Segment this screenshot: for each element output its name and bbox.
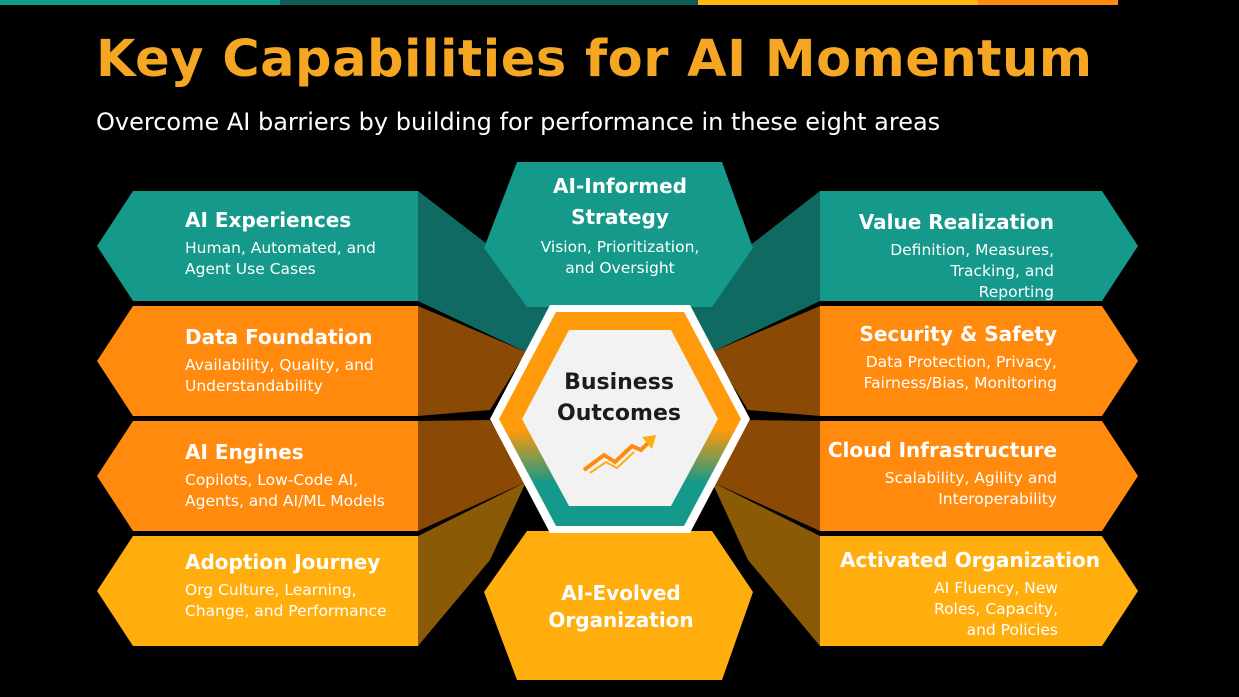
connector-right-1 [680, 191, 820, 352]
capability-ai-engines: AI Engines Copilots, Low-Code AI, Agents… [185, 440, 410, 512]
capability-shape-ai-experiences [97, 191, 418, 301]
top-accent-bar-dark-teal [280, 0, 698, 5]
capability-title: Cloud Infrastructure [827, 438, 1057, 462]
capability-activated-organization: Activated Organization AI Fluency, New R… [820, 548, 1100, 641]
hub-core [522, 330, 718, 506]
capability-title: Adoption Journey [185, 550, 381, 574]
top-accent-bar-teal [0, 0, 280, 5]
top-accent-bar-gold [698, 0, 978, 5]
capability-adoption-journey: Adoption Journey Org Culture, Learning, … [185, 550, 410, 622]
capability-description: Definition, Measures, Tracking, and Repo… [890, 241, 1054, 301]
connector-left-1 [418, 191, 560, 352]
capability-shape-ai-informed-strategy [484, 162, 753, 307]
page-subtitle: Overcome AI barriers by building for per… [96, 108, 941, 136]
hub-title: Business Outcomes [557, 370, 681, 426]
capability-description: AI Fluency, New Roles, Capacity, and Pol… [934, 579, 1058, 639]
trending-up-arrow-icon [582, 435, 656, 474]
capability-description: Scalability, Agility and Interoperabilit… [884, 469, 1057, 508]
capability-shape-activated-organization [820, 536, 1138, 646]
capability-description: Data Protection, Privacy, Fairness/Bias,… [863, 353, 1057, 392]
capability-shape-value-realization [820, 191, 1138, 301]
capability-value-realization: Value Realization Definition, Measures, … [820, 210, 1054, 303]
capability-data-foundation: Data Foundation Availability, Quality, a… [185, 325, 400, 397]
capability-description: Copilots, Low-Code AI, Agents, and AI/ML… [185, 471, 385, 510]
top-accent-bar-orange [978, 0, 1118, 5]
capability-description: Org Culture, Learning, Change, and Perfo… [185, 581, 387, 620]
capability-description: Availability, Quality, and Understandabi… [185, 356, 374, 395]
capability-shape-cloud-infrastructure [820, 421, 1138, 531]
connector-left-3 [418, 420, 526, 531]
capability-ai-informed-strategy: AI-Informed Strategy Vision, Prioritizat… [524, 171, 716, 279]
connector-left-2 [418, 306, 526, 416]
capability-security-safety: Security & Safety Data Protection, Priva… [820, 322, 1057, 394]
capability-title: AI-Informed Strategy [553, 174, 687, 229]
page-title: Key Capabilities for AI Momentum [96, 30, 1093, 89]
capability-title: AI Experiences [185, 208, 352, 232]
connector-right-4 [712, 482, 820, 646]
capability-ai-experiences: AI Experiences Human, Automated, and Age… [185, 208, 415, 280]
connector-left-4 [418, 482, 526, 646]
capability-description: Human, Automated, and Agent Use Cases [185, 239, 376, 278]
capability-shape-ai-evolved-organization [484, 531, 753, 680]
capability-title: AI Engines [185, 440, 304, 464]
capability-shape-adoption-journey [97, 536, 418, 646]
capability-ai-evolved-organization: AI-Evolved Organization [540, 580, 702, 634]
capability-title: Security & Safety [859, 322, 1057, 346]
capability-shape-data-foundation [97, 306, 418, 416]
capability-title: Activated Organization [840, 548, 1100, 572]
capability-cloud-infrastructure: Cloud Infrastructure Scalability, Agilit… [820, 438, 1057, 510]
capability-title: Value Realization [858, 210, 1054, 234]
capability-title: AI-Evolved Organization [548, 581, 694, 632]
capability-title: Data Foundation [185, 325, 373, 349]
connector-right-2 [712, 306, 820, 416]
capability-description: Vision, Prioritization, and Oversight [540, 238, 700, 277]
connector-right-3 [712, 420, 820, 531]
capability-shape-security-safety [820, 306, 1138, 416]
capability-shape-ai-engines [97, 421, 418, 531]
